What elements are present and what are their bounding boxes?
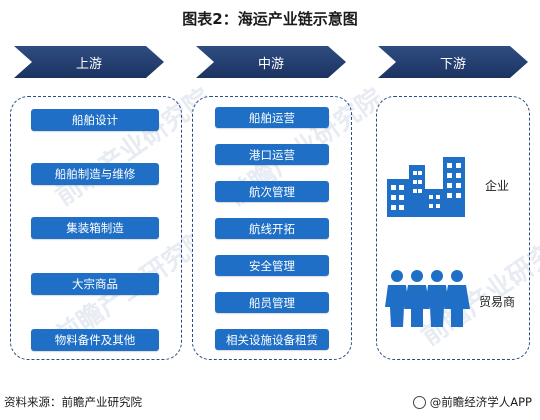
midstream-item: 航线开拓 — [215, 218, 329, 239]
brand-logo-icon — [412, 395, 426, 409]
stage-upstream-header: 上游 — [14, 46, 164, 78]
entity-label: 企业 — [485, 179, 510, 193]
entity-label: 贸易商 — [479, 295, 516, 309]
stage-midstream-header: 中游 — [196, 46, 346, 78]
brand-credit: @前瞻经济学人APP — [412, 394, 532, 410]
midstream-item: 船舶运营 — [215, 107, 329, 128]
stage-downstream-header: 下游 — [378, 46, 528, 78]
upstream-panel: 前瞻产业研究院 前瞻产业研究院 船舶设计 船舶制造与维修 集装箱制造 大宗商品 … — [10, 83, 217, 360]
stage-label: 中游 — [257, 56, 284, 72]
people-group-icon — [385, 270, 470, 327]
midstream-item: 安全管理 — [215, 255, 329, 276]
page-title: 图表2：海运产业链示意图 — [182, 10, 358, 28]
midstream-item: 航次管理 — [215, 181, 329, 202]
source-note: 资料来源：前瞻产业研究院 — [4, 395, 142, 409]
downstream-panel: 前瞻产业研究院 企业 — [376, 96, 540, 360]
upstream-item: 物料备件及其他 — [31, 329, 159, 351]
midstream-item: 相关设施设备租赁 — [215, 329, 329, 350]
midstream-item: 港口运营 — [215, 144, 329, 165]
upstream-item: 大宗商品 — [31, 273, 159, 295]
buildings-icon — [387, 157, 465, 217]
upstream-item: 船舶制造与维修 — [31, 163, 159, 185]
brand-text: @前瞻经济学人APP — [429, 395, 532, 409]
stage-label: 上游 — [75, 56, 102, 72]
midstream-item: 船员管理 — [215, 292, 329, 313]
stage-label: 下游 — [439, 56, 466, 72]
upstream-item: 船舶设计 — [31, 109, 159, 131]
upstream-item: 集装箱制造 — [31, 217, 159, 239]
midstream-panel: 前瞻产业研究院 船舶运营 港口运营 航次管理 航线开拓 安全管理 船员管理 相关… — [192, 83, 389, 360]
